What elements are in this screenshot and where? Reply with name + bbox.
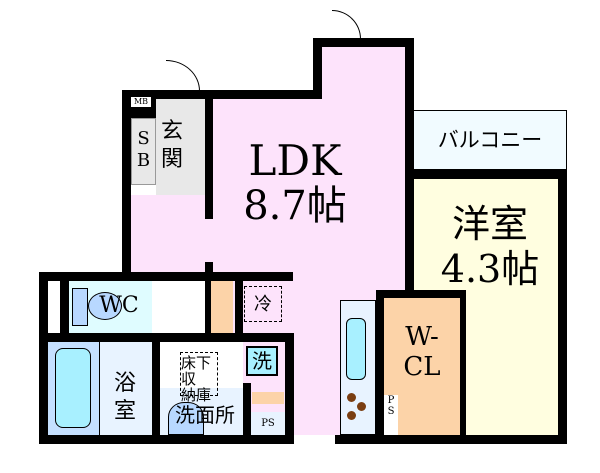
bath-label: 室 [113, 399, 136, 424]
toilet-bowl-icon [88, 292, 122, 320]
stove-burner-icon [357, 402, 366, 411]
wall [285, 333, 294, 444]
balcony [413, 110, 567, 170]
stove-burner-icon [347, 411, 356, 420]
western-size: 4.3帖 [440, 247, 540, 291]
wall [39, 333, 293, 342]
wall [39, 272, 293, 281]
fridge-space: 冷 [244, 286, 282, 322]
wash-basin-icon [168, 402, 204, 435]
ps-label: S [387, 406, 395, 417]
bathtub-icon [55, 348, 91, 428]
wall [405, 170, 567, 179]
wall [235, 281, 243, 341]
wall [39, 435, 294, 444]
shoe-box-label: B [136, 150, 151, 171]
toilet-tank-icon [72, 288, 88, 326]
wall [205, 262, 213, 342]
hallway [131, 195, 213, 272]
wall [243, 383, 251, 438]
wall [122, 90, 322, 99]
shelf [252, 392, 284, 404]
closet-label: CL [403, 352, 441, 382]
ldk-size: 8.7帖 [243, 183, 347, 229]
entrance-label: 玄関 [160, 119, 183, 172]
wall [122, 90, 131, 275]
wall [313, 38, 413, 47]
underfloor-label: 床下収 [181, 354, 212, 388]
bath-label: 浴 [113, 371, 136, 396]
wall [405, 38, 414, 440]
washer-space: 洗 [246, 346, 278, 376]
wall [152, 342, 160, 435]
door-icon[interactable] [332, 10, 361, 39]
balcony-label: バルコニー [437, 128, 543, 152]
stove-burner-icon [347, 393, 356, 402]
closet-label: W- [405, 322, 439, 352]
entrance-door-icon[interactable] [166, 60, 200, 91]
ps-label: P [387, 395, 395, 406]
wall [558, 170, 567, 444]
ldk-label: LDK [248, 136, 342, 185]
shoe-box-label: S [137, 128, 150, 149]
wall [313, 38, 322, 100]
underfloor-storage: 床下収 納庫 [180, 352, 218, 403]
wall [39, 272, 48, 444]
western-label: 洋室 [451, 202, 528, 246]
sink-icon [346, 318, 366, 380]
meter-box-label: MB [131, 97, 151, 107]
wall [60, 281, 69, 341]
storage [211, 281, 233, 336]
entrance [156, 99, 205, 195]
wc-label: WC [99, 293, 139, 318]
shoe-box [131, 118, 156, 185]
window [48, 281, 60, 333]
underfloor-label: 納庫 [181, 386, 212, 404]
ps-label: PS [251, 412, 285, 435]
washroom-label: 洗面所 [175, 403, 235, 427]
wall [205, 99, 213, 219]
